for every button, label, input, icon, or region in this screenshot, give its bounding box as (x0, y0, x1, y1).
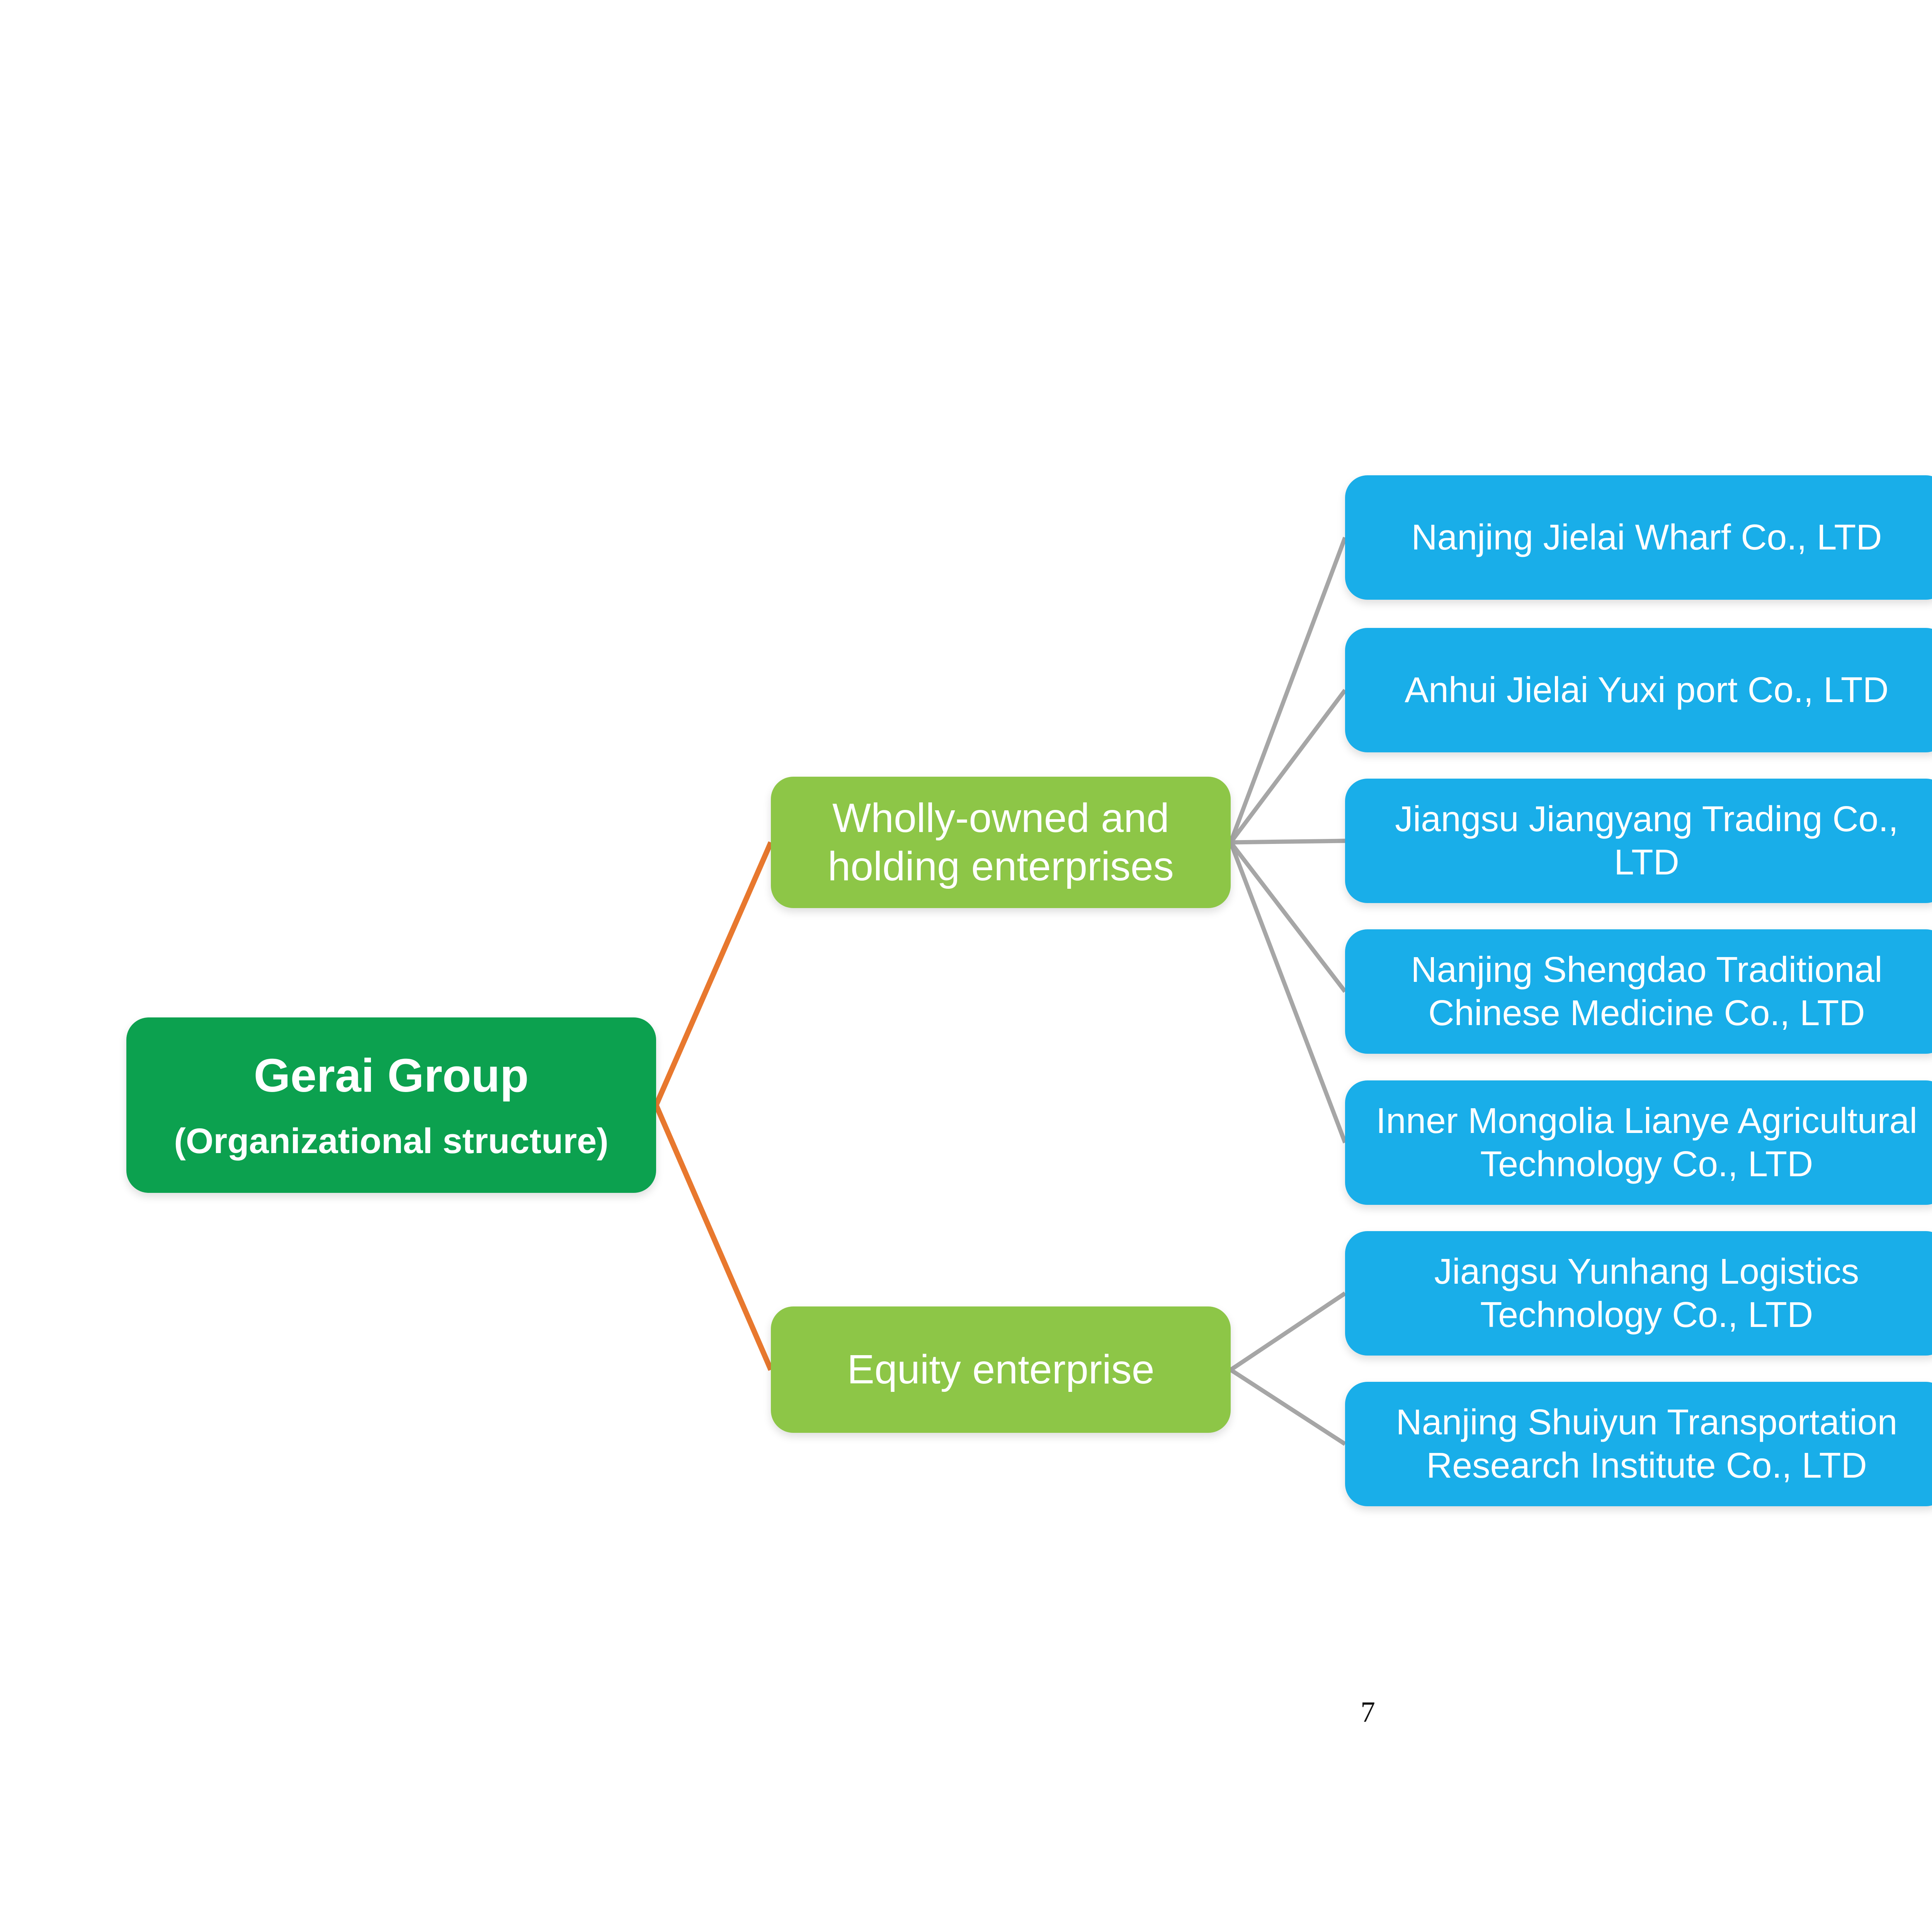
branch-node-equity: Equity enterprise (771, 1306, 1231, 1433)
company-node-label: Nanjing Shuiyun Transportation Research … (1396, 1402, 1898, 1485)
company-node-label: Nanjing Shengdao Traditional Chinese Med… (1411, 949, 1883, 1033)
company-node-label: Inner Mongolia Lianye Agricultural Techn… (1376, 1101, 1917, 1184)
connector-wholly-trading (1230, 839, 1345, 845)
root-node-subtitle: (Organizational structure) (174, 1121, 609, 1161)
company-node-jiangsu-jiangyang-trading: Jiangsu Jiangyang Trading Co., LTD (1345, 779, 1932, 903)
branch-node-label: Wholly-owned and holding enterprises (828, 795, 1174, 889)
branch-node-wholly-owned: Wholly-owned and holding enterprises (771, 777, 1231, 908)
connector-wholly-wharf (1228, 537, 1347, 843)
connector-wholly-lianye (1228, 842, 1347, 1143)
connector-equity-yunhang (1229, 1291, 1347, 1372)
connector-wholly-yuxi (1229, 689, 1347, 844)
connector-root-wholly-owned (653, 841, 774, 1106)
connector-wholly-shengdao (1229, 841, 1347, 993)
connector-equity-shuiyun (1230, 1368, 1346, 1446)
root-node-title: Gerai Group (253, 1049, 529, 1102)
company-node-label: Anhui Jielai Yuxi port Co., LTD (1405, 670, 1889, 710)
company-node-inner-mongolia-lianye: Inner Mongolia Lianye Agricultural Techn… (1345, 1080, 1932, 1205)
company-node-label: Nanjing Jielai Wharf Co., LTD (1411, 517, 1882, 558)
connector-root-equity (653, 1104, 774, 1371)
company-node-nanjing-shuiyun-research: Nanjing Shuiyun Transportation Research … (1345, 1382, 1932, 1506)
branch-node-label: Equity enterprise (847, 1346, 1155, 1392)
company-node-label: Jiangsu Jiangyang Trading Co., LTD (1395, 799, 1898, 882)
company-node-anhui-jielai-yuxi-port: Anhui Jielai Yuxi port Co., LTD (1345, 628, 1932, 752)
company-node-nanjing-shengdao-tcm: Nanjing Shengdao Traditional Chinese Med… (1345, 929, 1932, 1054)
page-number: 7 (1361, 1696, 1375, 1728)
company-node-label: Jiangsu Yunhang Logistics Technology Co.… (1434, 1251, 1859, 1335)
company-node-nanjing-jielai-wharf: Nanjing Jielai Wharf Co., LTD (1345, 475, 1932, 600)
company-node-jiangsu-yunhang-logistics: Jiangsu Yunhang Logistics Technology Co.… (1345, 1231, 1932, 1356)
root-node-gerai-group: Gerai Group (Organizational structure) (126, 1017, 656, 1193)
